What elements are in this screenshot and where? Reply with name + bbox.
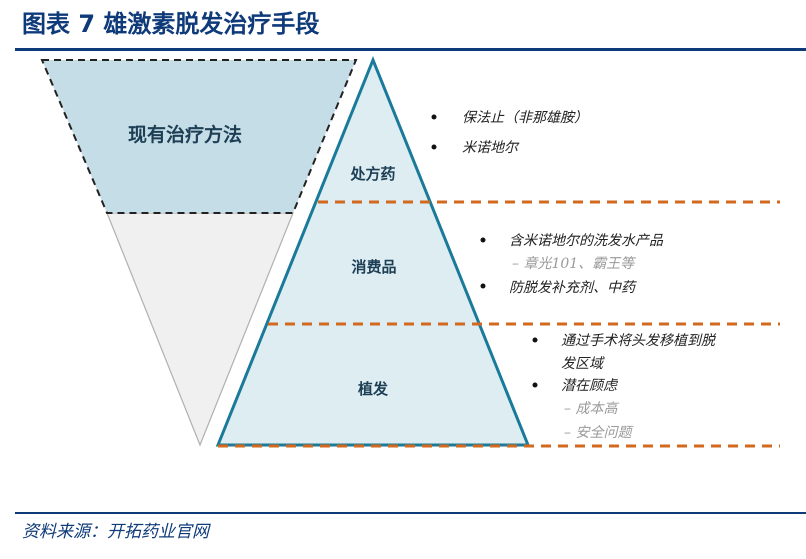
figure-title: 图表 7 雄激素脱发治疗手段: [22, 10, 319, 38]
bullet-icon: [480, 283, 486, 289]
bullet-text: 米诺地尔: [462, 140, 520, 156]
bullet-icon: [532, 337, 538, 343]
sub-bullet-text: – 成本高: [564, 401, 619, 417]
tier-label-consumer: 消费品: [351, 258, 396, 276]
sub-bullet-text: – 安全问题: [564, 425, 634, 441]
tier-label-prescription: 处方药: [349, 165, 395, 183]
funnel-current-methods: [40, 59, 358, 214]
tier-label-transplant: 植发: [358, 380, 389, 398]
footer-rule: [15, 512, 806, 514]
source-note: 资料来源：开拓药业官网: [22, 522, 211, 542]
bullet-icon: [431, 144, 437, 150]
bullet-icon: [480, 237, 486, 243]
bullet-text: 保法止（非那雄胺）: [462, 110, 588, 126]
bullet-text-cont: 发区域: [561, 356, 605, 372]
prescription-bullets: 保法止（非那雄胺） 米诺地尔: [431, 110, 588, 156]
sub-bullet-text: – 章光101、霸王等: [512, 256, 636, 272]
bullet-text: 防脱发补充剂、中药: [509, 280, 637, 296]
header-rule: [15, 48, 806, 51]
bullet-text: 含米诺地尔的洗发水产品: [509, 233, 664, 249]
bullet-icon: [431, 114, 437, 120]
tier-dividers: [218, 200, 780, 448]
bullet-icon: [532, 382, 538, 388]
bullet-text: 潜在顾虑: [561, 378, 619, 394]
funnel-label: 现有治疗方法: [128, 123, 242, 146]
consumer-bullets: 含米诺地尔的洗发水产品 – 章光101、霸王等 防脱发补充剂、中药: [480, 233, 664, 296]
transplant-bullets: 通过手术将头发移植到脱 发区域 潜在顾虑 – 成本高 – 安全问题: [532, 333, 717, 441]
bullet-text: 通过手术将头发移植到脱: [561, 333, 717, 349]
